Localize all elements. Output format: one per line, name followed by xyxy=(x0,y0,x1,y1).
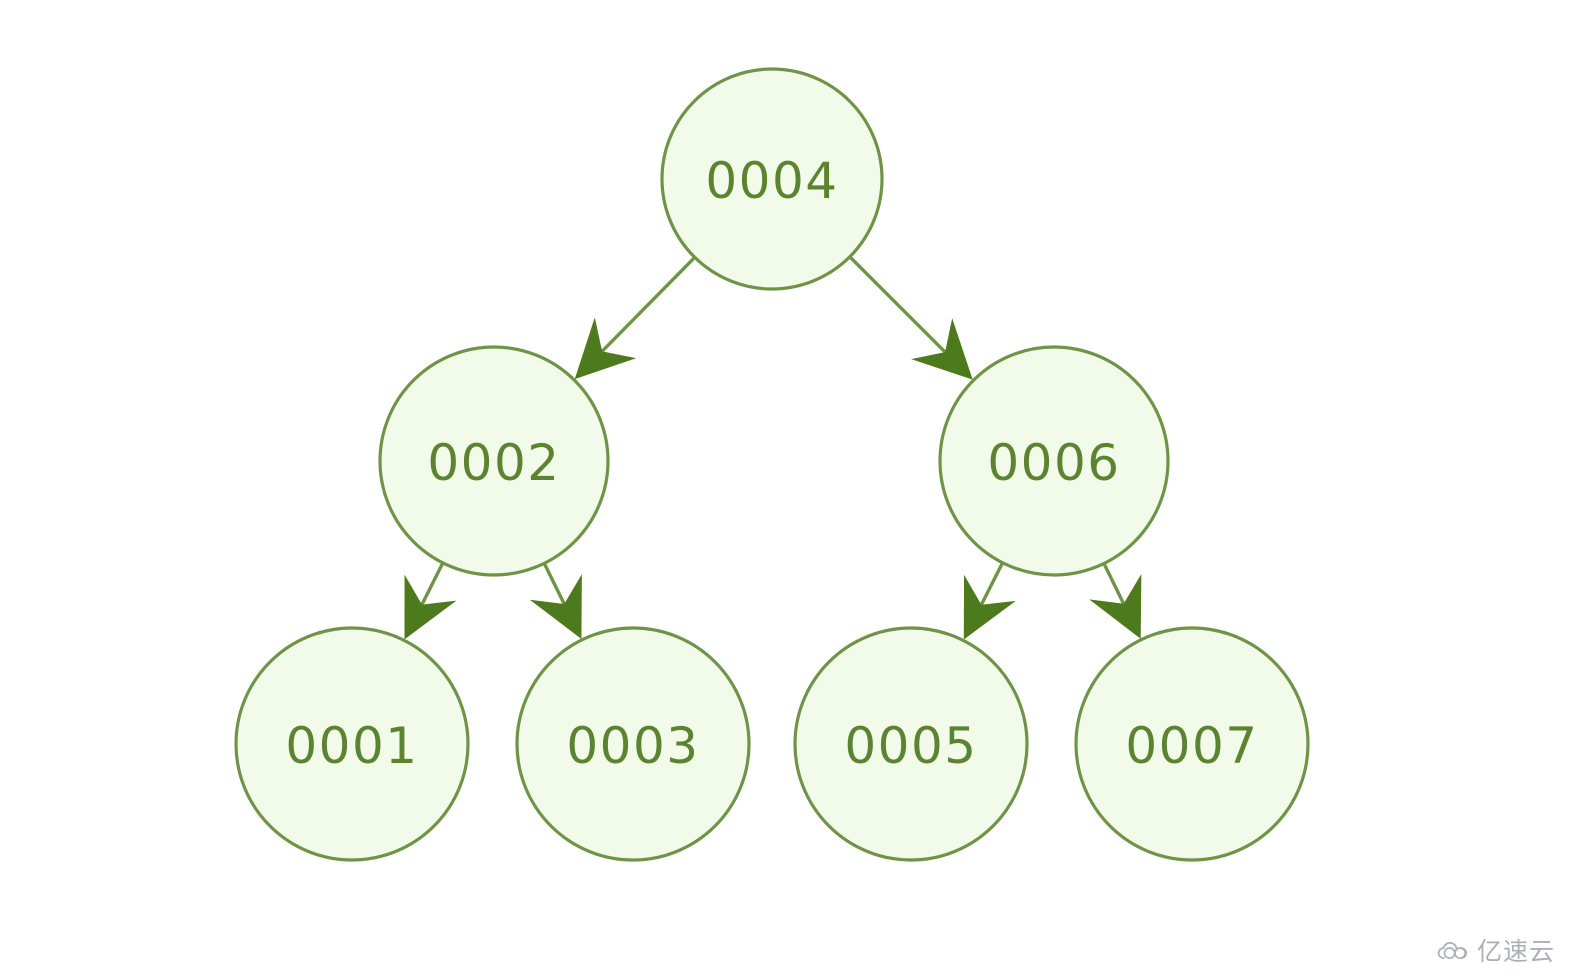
tree-node-0007[interactable]: 0007 xyxy=(1074,626,1310,862)
tree-node-0006[interactable]: 0006 xyxy=(938,345,1170,577)
tree-node-0005[interactable]: 0005 xyxy=(793,626,1029,862)
edge-line xyxy=(543,563,566,605)
edge-0002-to-0003 xyxy=(529,563,582,639)
edge-line xyxy=(849,256,947,354)
node-circle[interactable] xyxy=(515,626,751,862)
edge-0002-to-0001 xyxy=(404,563,457,640)
arrow-head-icon xyxy=(911,318,973,380)
arrow-head-icon xyxy=(574,317,637,380)
edges-layer xyxy=(404,256,1142,640)
tree-node-0003[interactable]: 0003 xyxy=(515,626,751,862)
node-label: 0005 xyxy=(844,717,977,775)
node-label: 0003 xyxy=(566,717,699,775)
edge-0004-to-0006 xyxy=(849,256,973,380)
node-circle[interactable] xyxy=(660,67,884,291)
node-circle[interactable] xyxy=(234,626,470,862)
watermark: 亿速云 xyxy=(1437,939,1555,964)
arrow-head-icon xyxy=(529,574,582,639)
arrow-head-icon xyxy=(404,574,457,640)
edge-line xyxy=(420,563,444,606)
arrow-head-icon xyxy=(963,574,1016,640)
edge-line xyxy=(1102,563,1126,605)
watermark-text: 亿速云 xyxy=(1476,937,1555,966)
node-circle[interactable] xyxy=(793,626,1029,862)
cloud-icon xyxy=(1437,940,1471,964)
node-circle[interactable] xyxy=(378,345,610,577)
edge-line xyxy=(979,562,1004,606)
node-label: 0004 xyxy=(705,152,838,210)
nodes-layer: 0004 0002 0006 0001 0003 0005 0007 xyxy=(234,67,1310,862)
edge-0006-to-0007 xyxy=(1089,563,1142,639)
arrow-head-icon xyxy=(1089,573,1142,639)
tree-node-0001[interactable]: 0001 xyxy=(234,626,470,862)
node-label: 0006 xyxy=(987,434,1120,492)
edge-0006-to-0005 xyxy=(963,562,1016,640)
node-label: 0007 xyxy=(1125,717,1258,775)
tree-node-0002[interactable]: 0002 xyxy=(378,345,610,577)
edge-line xyxy=(600,256,696,353)
tree-node-0004[interactable]: 0004 xyxy=(660,67,884,291)
node-label: 0001 xyxy=(285,717,418,775)
node-circle[interactable] xyxy=(1074,626,1310,862)
node-label: 0002 xyxy=(427,434,560,492)
node-circle[interactable] xyxy=(938,345,1170,577)
edge-0004-to-0002 xyxy=(574,256,696,380)
